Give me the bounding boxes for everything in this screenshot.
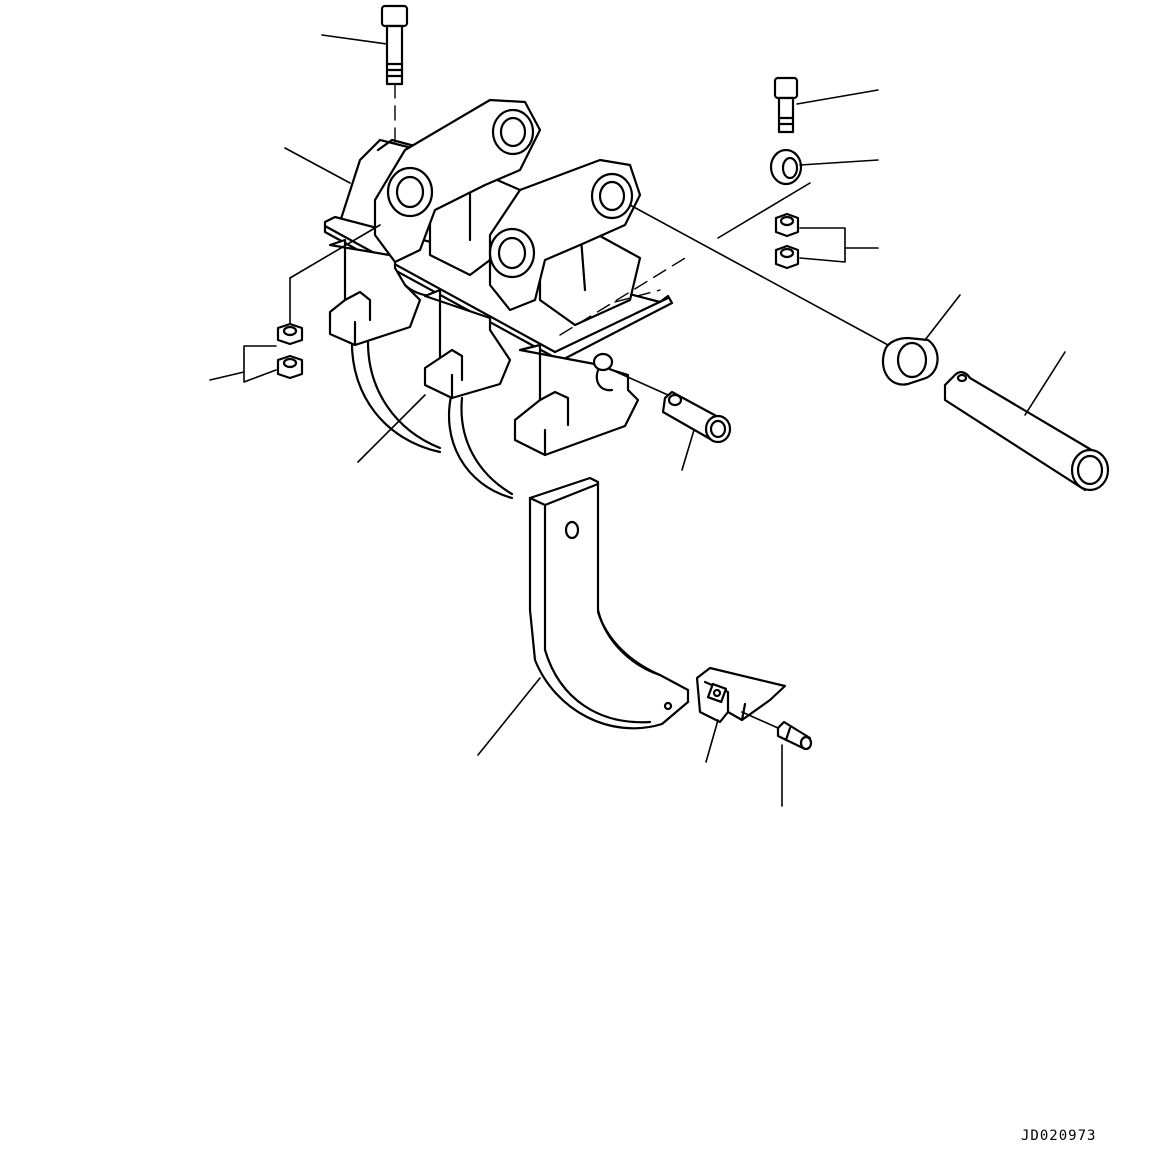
spacer-ring [882,336,939,386]
tip-pin-axis [741,711,779,729]
ripper-frame [323,98,691,457]
leader-line-lock-washer [799,159,879,166]
left-nut-lower [276,354,304,380]
pin-axis-line [629,204,889,346]
leader-line-nut-group-left-b [289,224,381,279]
long-bolt [380,4,409,159]
right-nut-upper [774,212,800,238]
leader-line-long-pin [1024,351,1066,416]
leader-line-washer-to-frame [717,182,811,239]
leader-line-tip [705,719,719,763]
drawing-code: JD020973 [1021,1128,1097,1144]
middle-shank [447,390,514,500]
leader-line-long-bolt [321,34,388,45]
leader-line-short-pin [681,429,695,471]
leader-line-left-nuts [209,371,245,381]
short-pin [661,390,732,444]
ripper-shank [528,476,690,730]
rear-shank [350,336,442,454]
right-nut-lower [774,244,800,270]
lock-washer [769,148,803,186]
leader-line-frame [284,147,351,184]
small-bolt [773,76,799,134]
leader-line-shank [477,677,541,756]
leader-line-spacer-ring [924,294,961,341]
leader-line-small-bolt [796,89,879,105]
long-pin [943,371,1110,492]
tip-pin [776,720,813,751]
right-nut-bracket [799,227,846,263]
ripper-tip [695,666,787,724]
leader-line-shank-assembly [357,394,426,463]
short-pin-axis [611,369,669,396]
left-nut-upper [276,322,304,346]
left-nut-bracket [243,345,277,383]
